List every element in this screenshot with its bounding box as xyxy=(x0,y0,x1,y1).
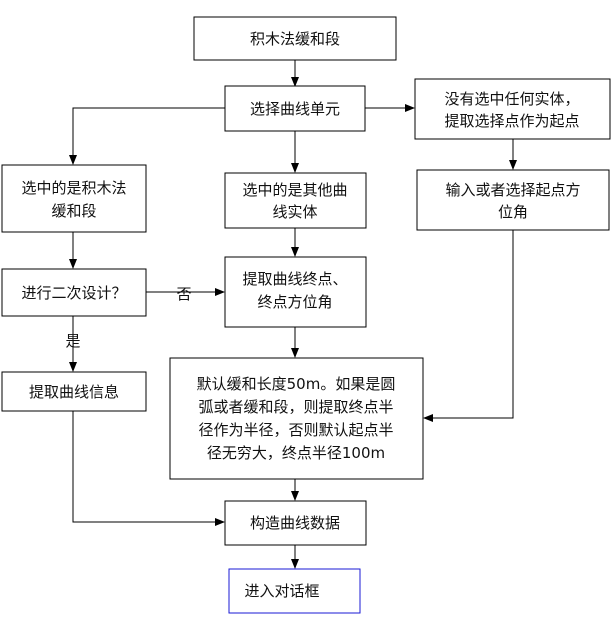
node-default-line2: 弧或者缓和段，则提取终点半 xyxy=(198,398,393,416)
node-block-selected: 选中的是积木法 缓和段 xyxy=(1,164,147,233)
edge-select-to-block-selected xyxy=(69,107,225,165)
node-block-selected-line1: 选中的是积木法 xyxy=(21,179,126,197)
node-other-selected-line2: 线实体 xyxy=(272,203,317,221)
node-extract-end-line2: 终点方位角 xyxy=(257,293,332,311)
node-input-start-line1: 输入或者选择起点方 xyxy=(445,181,580,199)
node-start-label: 积木法缓和段 xyxy=(250,30,340,48)
node-default-line3: 径作为半径，否则默认起点半 xyxy=(198,421,393,439)
node-extract-end-line1: 提取曲线终点、 xyxy=(242,270,347,288)
node-select: 选择曲线单元 xyxy=(224,85,366,132)
node-extract-info-label: 提取曲线信息 xyxy=(29,383,119,401)
edge-extract-info-to-build xyxy=(72,411,225,526)
node-default: 默认缓和长度50m。如果是圆 弧或者缓和段，则提取终点半 径作为半径，否则默认起… xyxy=(169,357,424,480)
node-input-start-line2: 位角 xyxy=(498,203,528,221)
node-none-selected-line1: 没有选中任何实体， xyxy=(444,90,579,108)
edge-label-yes: 是 xyxy=(65,332,80,350)
node-none-selected: 没有选中任何实体， 提取选择点作为起点 xyxy=(414,78,611,140)
edges xyxy=(69,60,517,569)
node-block-selected-line2: 缓和段 xyxy=(51,202,96,220)
node-redesign-question: 进行二次设计？ xyxy=(1,268,147,317)
node-input-start: 输入或者选择起点方 位角 xyxy=(416,169,610,231)
node-extract-info: 提取曲线信息 xyxy=(1,371,147,412)
node-select-label: 选择曲线单元 xyxy=(250,100,340,118)
node-redesign-question-label: 进行二次设计？ xyxy=(21,284,126,302)
node-build: 构造曲线数据 xyxy=(224,500,367,546)
node-start: 积木法缓和段 xyxy=(193,16,397,61)
node-default-line1: 默认缓和长度50m。如果是圆 xyxy=(197,375,396,393)
edge-input-start-to-default xyxy=(423,230,514,422)
node-other-selected: 选中的是其他曲 线实体 xyxy=(224,172,367,229)
node-dialog-label: 进入对话框 xyxy=(244,582,319,600)
edge-label-no: 否 xyxy=(176,285,191,303)
node-other-selected-line1: 选中的是其他曲 xyxy=(242,181,347,199)
node-build-label: 构造曲线数据 xyxy=(250,514,340,532)
node-extract-end: 提取曲线终点、 终点方位角 xyxy=(224,256,367,328)
node-none-selected-line2: 提取选择点作为起点 xyxy=(444,112,579,130)
node-default-line4: 径无穷大，终点半径100m xyxy=(207,444,385,462)
node-dialog: 进入对话框 xyxy=(228,568,361,614)
